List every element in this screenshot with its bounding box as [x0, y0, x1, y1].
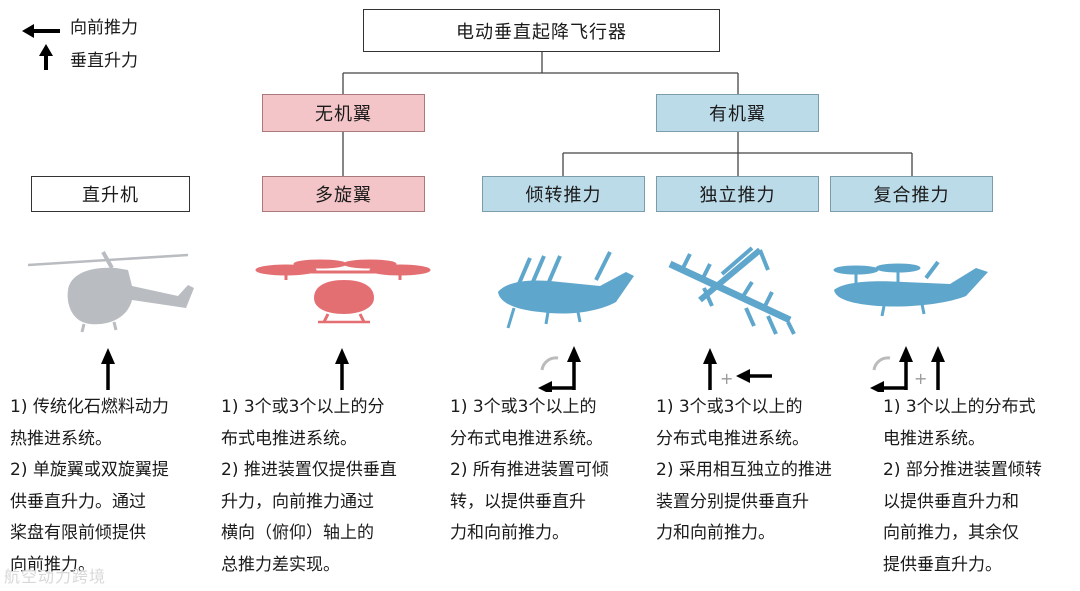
type-tilt-thrust: 倾转推力: [482, 176, 645, 212]
helicopter-description: 1) 传统化石燃料动力 热推进系统。 2) 单旋翼或双旋翼提 供垂直升力。通过 …: [10, 392, 210, 581]
svg-text:+: +: [914, 369, 927, 388]
independent-thrust-arrows-icon: +: [703, 348, 772, 390]
multirotor-lift-arrow-icon: [335, 348, 349, 390]
compound-thrust-description: 1) 3个以上的分布式 电推进系统。 2) 部分推进装置倾转 以提供垂直升力和 …: [883, 392, 1073, 581]
description-line: 1) 传统化石燃料动力: [10, 397, 169, 417]
description-line: 1) 3个或3个以上的分: [221, 397, 385, 417]
multirotor-description: 1) 3个或3个以上的分 布式电推进系统。 2) 推进装置仅提供垂直 升力，向前…: [221, 392, 436, 581]
description-line: 分布式电推进系统。: [656, 428, 809, 449]
multirotor-silhouette-icon: [255, 259, 431, 324]
legend-arrows: [22, 24, 60, 70]
description-line: 2) 部分推进装置倾转: [883, 460, 1042, 480]
description-line: 力和向前推力。: [450, 523, 569, 543]
type-compound-thrust: 复合推力: [830, 176, 993, 212]
description-line: 热推进系统。: [10, 428, 112, 449]
description-line: 电推进系统。: [883, 428, 985, 449]
compound-thrust-aircraft-silhouette-icon: [833, 260, 988, 317]
description-line: 2) 所有推进装置可倾: [450, 460, 609, 480]
description-line: 总推力差实现。: [221, 554, 340, 575]
forward-thrust-arrow-icon: [22, 24, 60, 38]
description-line: 分布式电推进系统。: [450, 428, 603, 449]
category-winged: 有机翼: [656, 94, 819, 132]
vertical-lift-arrow-icon: [39, 44, 53, 70]
description-line: 1) 3个或3个以上的: [656, 397, 803, 417]
description-line: 转，以提供垂直升: [450, 491, 586, 512]
description-line: 升力，向前推力通过: [221, 491, 374, 512]
description-line: 1) 3个或3个以上的: [450, 397, 597, 417]
description-line: 2) 采用相互独立的推进: [656, 460, 832, 480]
description-line: 2) 推进装置仅提供垂直: [221, 460, 397, 480]
helicopter-silhouette-icon: [28, 251, 194, 333]
tilt-thrust-aircraft-silhouette-icon: [498, 251, 634, 329]
tilt-thrust-description: 1) 3个或3个以上的 分布式电推进系统。 2) 所有推进装置可倾 转，以提供垂…: [450, 392, 645, 550]
watermark: 航空动力跨境: [4, 567, 107, 586]
description-line: 装置分别提供垂直升: [656, 491, 809, 512]
independent-thrust-description: 1) 3个或3个以上的 分布式电推进系统。 2) 采用相互独立的推进 装置分别提…: [656, 392, 868, 550]
description-line: 向前推力，其余仅: [883, 523, 1019, 543]
root-node: 电动垂直起降飞行器: [363, 9, 720, 52]
helicopter-lift-arrow-icon: [101, 348, 115, 390]
type-multirotor: 多旋翼: [262, 176, 425, 212]
category-wingless: 无机翼: [262, 94, 425, 132]
description-line: 2) 单旋翼或双旋翼提: [10, 460, 169, 480]
legend-forward-label: 向前推力: [70, 18, 138, 38]
tilt-thrust-rotation-arrow-icon: [538, 346, 581, 392]
description-line: 力和向前推力。: [656, 523, 775, 543]
description-line: 横向（俯仰）轴上的: [221, 523, 374, 543]
svg-text:+: +: [720, 369, 733, 388]
type-independent-thrust: 独立推力: [656, 176, 819, 212]
description-line: 布式电推进系统。: [221, 428, 357, 449]
description-line: 向前推力。: [10, 554, 95, 575]
description-line: 以提供垂直升力和: [883, 491, 1019, 512]
description-line: 桨盘有限前倾提供: [10, 523, 146, 543]
independent-thrust-aircraft-silhouette-icon: [668, 246, 796, 335]
type-helicopter: 直升机: [31, 176, 190, 212]
description-line: 提供垂直升力。: [883, 554, 1002, 575]
description-line: 供垂直升力。通过: [10, 491, 146, 512]
description-line: 1) 3个以上的分布式: [883, 397, 1036, 417]
compound-thrust-arrows-icon: +: [870, 346, 945, 392]
legend-vertical-label: 垂直升力: [70, 51, 138, 71]
